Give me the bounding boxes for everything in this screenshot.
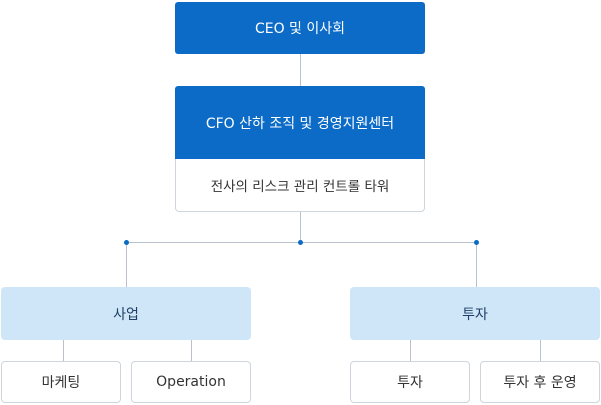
- connector-investment-postinvest: [540, 340, 541, 361]
- unit-operation: Operation: [131, 361, 251, 403]
- connector-node-right: [474, 240, 479, 245]
- unit-investing: 투자: [350, 361, 470, 403]
- connector-bus-business: [126, 242, 127, 287]
- division-business: 사업: [1, 287, 251, 340]
- cfo-group-note-text: 전사의 리스크 관리 컨트롤 타워: [210, 179, 390, 195]
- unit-operation-label: Operation: [156, 374, 226, 390]
- unit-marketing-label: 마케팅: [41, 375, 81, 391]
- division-investment-label: 투자: [462, 306, 488, 323]
- cfo-group-note: 전사의 리스크 관리 컨트롤 타워: [175, 159, 425, 212]
- connector-node-left: [124, 240, 129, 245]
- connector-business-operation: [191, 340, 192, 361]
- connector-investment-investing: [410, 340, 411, 361]
- unit-post-investment: 투자 후 운영: [480, 361, 600, 403]
- connector-bus-investment: [476, 242, 477, 287]
- unit-investing-label: 투자: [397, 375, 423, 391]
- connector-node-center: [298, 240, 303, 245]
- division-business-label: 사업: [113, 306, 139, 323]
- connector-business-marketing: [63, 340, 64, 361]
- ceo-board-box: CEO 및 이사회: [175, 2, 425, 54]
- ceo-board-label: CEO 및 이사회: [254, 21, 346, 37]
- unit-marketing: 마케팅: [1, 361, 121, 403]
- cfo-group-label: CFO 산하 조직 및 경영지원센터: [205, 115, 395, 132]
- unit-post-investment-label: 투자 후 운영: [503, 375, 577, 391]
- division-investment: 투자: [350, 287, 600, 340]
- connector-ceo-cfo: [300, 54, 301, 86]
- cfo-group-box: CFO 산하 조직 및 경영지원센터: [175, 86, 425, 159]
- connector-cfo-bus: [300, 212, 301, 243]
